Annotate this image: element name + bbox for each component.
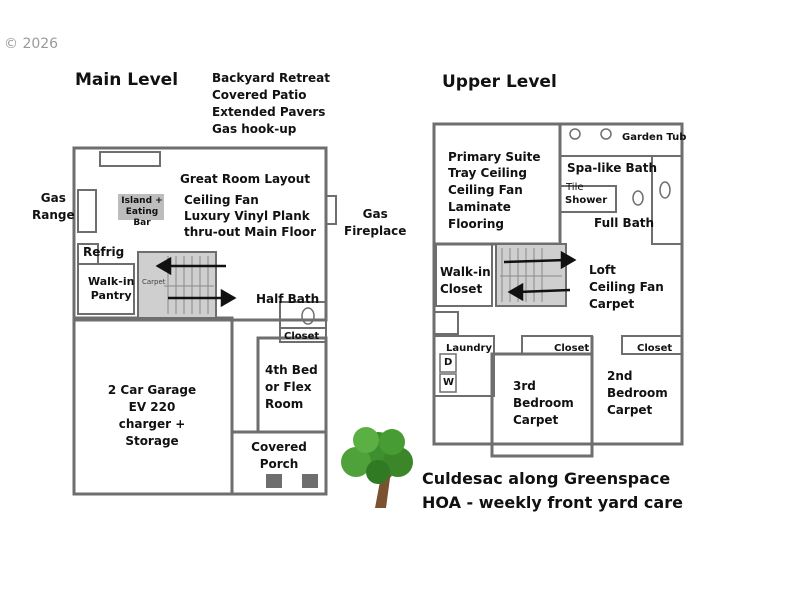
backyard-note: Backyard Retreat [212, 71, 330, 85]
refrig-outline [77, 243, 99, 265]
porch-wall [230, 430, 328, 496]
stair-arrows-main [155, 256, 237, 308]
pantry-wall [77, 263, 135, 315]
tree-icon [341, 427, 413, 508]
full-bath-label: Full Bath [594, 216, 655, 230]
kitchen-counter [99, 151, 161, 167]
great-room-feature: thru-out Main Floor [184, 225, 317, 239]
upper-level-title: Upper Level [442, 72, 557, 92]
great-room-feature: Ceiling Fan [184, 193, 259, 207]
walk-in-closet-label: Walk-in Closet [440, 265, 491, 296]
fireplace-outline [325, 195, 337, 225]
full-bath-wall [651, 155, 683, 245]
stair-carpet-label: Carpet [142, 278, 166, 286]
half-bath-label: Half Bath [256, 292, 320, 306]
laundry-wall [433, 335, 495, 397]
refrig-label: Refrig [83, 245, 125, 259]
sink-icon [569, 128, 581, 140]
stair-arrows-upper [503, 250, 577, 302]
backyard-note: Covered Patio [212, 88, 307, 102]
main-stairs [137, 251, 217, 319]
upper-stairs [495, 243, 567, 307]
garden-tub-label: Garden Tub [622, 132, 687, 143]
footer-note-greenspace: Culdesac along Greenspace [422, 469, 671, 488]
main-level-title: Main Level [75, 70, 179, 90]
sink-icon [600, 128, 612, 140]
garden-tub-outline [559, 123, 683, 157]
closet-outline [279, 327, 327, 343]
island-label: Island + Eating Bar [121, 196, 163, 228]
bedroom2-label: 2nd Bedroom Carpet [607, 369, 668, 417]
tile-label: Tile [566, 182, 584, 193]
toilet-shape [301, 307, 315, 325]
backyard-note: Extended Pavers [212, 105, 326, 119]
dryer-outline [439, 353, 457, 373]
upper-level-plan [432, 122, 684, 458]
primary-features: Tray Ceiling Ceiling Fan Laminate Floori… [448, 166, 527, 231]
main-outer-wall [72, 146, 328, 322]
washer-outline [439, 373, 457, 393]
copyright-text: © 2026 [4, 36, 59, 52]
closet-right-outline [621, 335, 683, 355]
spa-bath-label: Spa-like Bath [567, 161, 658, 175]
toilet-shape [632, 190, 644, 206]
backyard-note: Gas hook-up [212, 122, 297, 136]
porch-label: Covered Porch [251, 440, 307, 471]
closet-label: Closet [554, 343, 590, 354]
walk-in-closet-wall [435, 243, 493, 307]
range-outline [77, 189, 97, 233]
great-room-label: Great Room Layout [180, 172, 311, 186]
laundry-label: Laundry [446, 343, 492, 354]
footer-note-hoa: HOA - weekly front yard care [422, 493, 683, 512]
toilet-shape [659, 181, 671, 199]
garage-label: 2 Car Garage EV 220 charger + Storage [107, 383, 197, 448]
flex-room-label: 4th Bed or Flex Room [265, 363, 318, 411]
island-shape [118, 194, 164, 220]
pantry-label: Walk-in Pantry [88, 275, 135, 302]
washer-label: W [443, 377, 455, 388]
gas-fireplace-label: Gas Fireplace [344, 207, 407, 238]
great-room-feature: Luxury Vinyl Plank [184, 209, 310, 223]
dryer-label: D [444, 357, 453, 368]
closet-label: Closet [637, 343, 673, 354]
linen-outline [433, 311, 459, 335]
closet-label: Closet [284, 331, 320, 342]
shower-label: Shower [565, 195, 608, 206]
primary-suite-label: Primary Suite [448, 150, 541, 164]
gas-range-label: Gas Range [32, 191, 75, 222]
loft-label: Loft Ceiling Fan Carpet [589, 263, 664, 311]
porch-pad-left [266, 474, 282, 488]
upper-outer-wall [432, 122, 684, 446]
bedroom3-label: 3rd Bedroom Carpet [513, 379, 574, 427]
porch-pad-right [302, 474, 318, 488]
shower-outline [559, 185, 617, 213]
